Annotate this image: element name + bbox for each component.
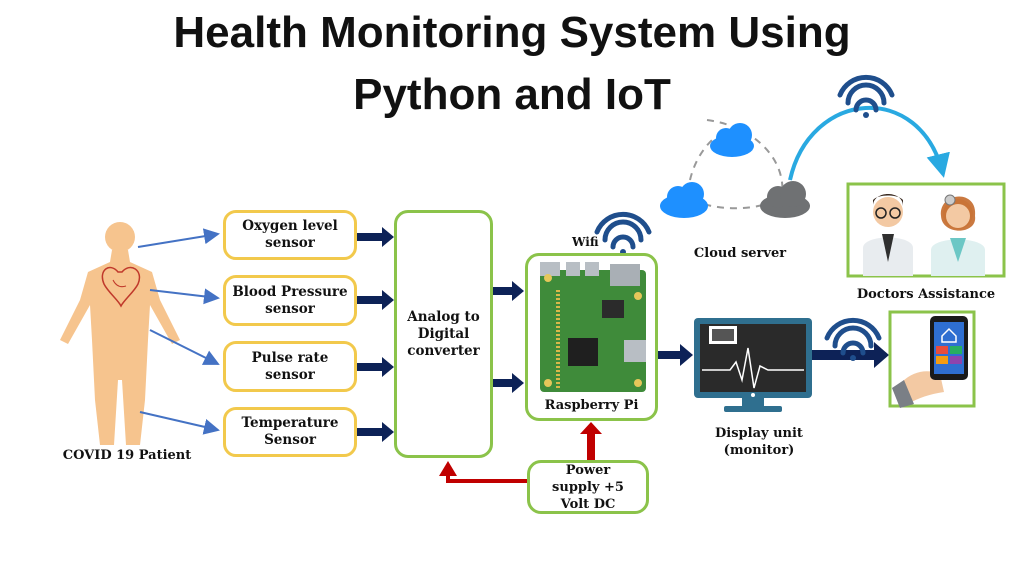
patient-sensor-links	[137, 228, 220, 435]
pi-wifi-icon	[594, 211, 652, 255]
arrow-temp-to-adc	[357, 422, 394, 442]
temperature-sensor-box: Temperature Sensor	[223, 407, 357, 457]
smartphone-icon	[888, 310, 976, 408]
adc-box: Analog to Digital converter	[394, 210, 493, 458]
arrow-adc-to-pi-2	[493, 373, 524, 393]
diagram-title-line-2: Python and IoT	[353, 70, 671, 119]
arrow-bp-to-adc	[357, 290, 394, 310]
cloud-wifi-icon	[837, 74, 895, 118]
human-body-icon	[60, 222, 180, 445]
diagram-title-line-1: Health Monitoring System Using	[173, 8, 851, 57]
patient-label: COVID 19 Patient	[62, 448, 192, 463]
cloud-right-icon	[760, 181, 810, 218]
display-unit-label: Display unit (monitor)	[715, 426, 803, 458]
blood-pressure-sensor-box: Blood Pressure sensor	[223, 275, 357, 326]
cloud-server-icon	[660, 106, 950, 218]
raspberry-pi-box	[525, 253, 658, 421]
arrow-pulse-to-adc	[357, 357, 394, 377]
arrow-power-to-pi	[580, 422, 602, 460]
raspberry-pi-label: Raspberry Pi	[544, 398, 639, 413]
arrow-adc-to-pi-1	[493, 281, 524, 301]
power-arrows	[439, 422, 602, 483]
arrow-oxygen-to-adc	[357, 227, 394, 247]
pulse-rate-sensor-box: Pulse rate sensor	[223, 341, 357, 392]
doctors-icon	[846, 182, 1006, 278]
arrow-display-to-phone	[812, 342, 889, 368]
cloud-top-icon	[710, 123, 754, 157]
monitor-icon	[694, 318, 812, 412]
display-wifi-icon	[824, 317, 882, 361]
raspberry-pi-board-icon	[540, 262, 646, 392]
oxygen-sensor-box: Oxygen level sensor	[223, 210, 357, 260]
sensor-to-adc-arrows	[357, 227, 889, 442]
power-supply-box: Power supply +5 Volt DC	[527, 460, 649, 514]
wifi-label: Wifi	[572, 235, 599, 249]
arrow-power-to-adc	[439, 461, 527, 483]
doctors-label: Doctors Assistance	[856, 287, 996, 302]
cloud-server-label: Cloud server	[693, 246, 787, 261]
cloud-left-icon	[660, 182, 708, 218]
arrow-pi-to-display	[658, 344, 693, 366]
